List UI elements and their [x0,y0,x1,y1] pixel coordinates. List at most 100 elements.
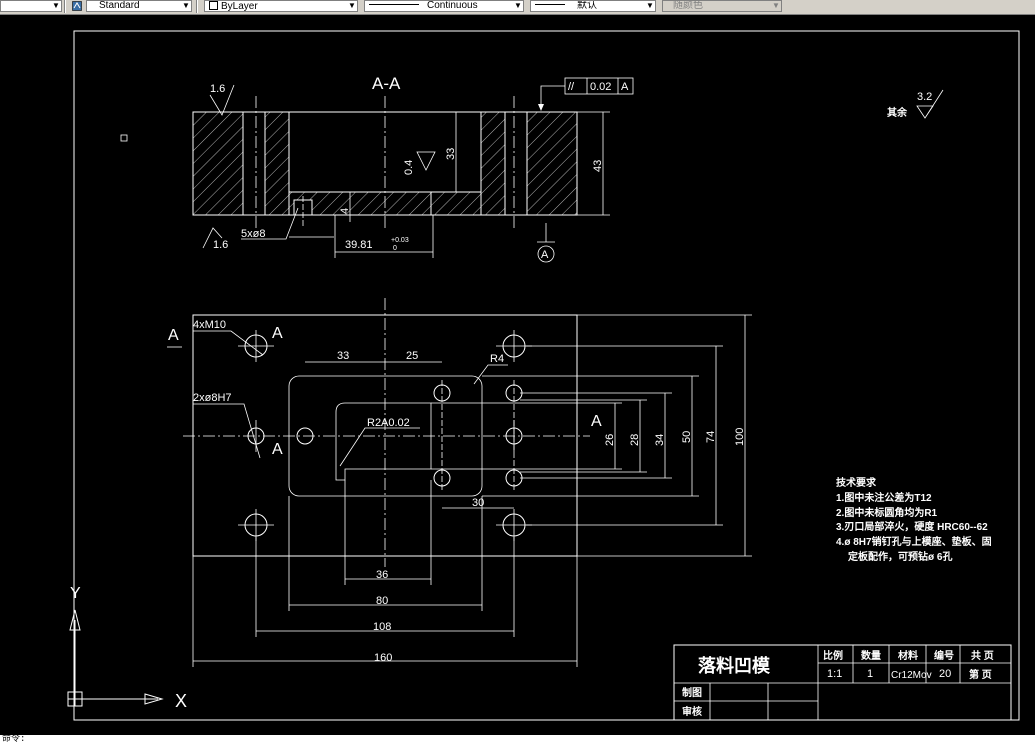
command-line[interactable]: 命令: [0,735,1035,743]
text-style-icon[interactable] [72,1,82,11]
hatch-right-outer [526,111,578,216]
tech-item: 3.刃口局部淬火，硬度 HRC60--62 [836,520,988,533]
pickbox-cursor [120,134,128,142]
ucs-y-label: Y [70,585,81,602]
tech-item: 2.图中未标圆角均为R1 [836,506,938,519]
dim-33: 33 [445,148,457,160]
roughness-value: 1.6 [210,83,225,95]
drawing-canvas[interactable]: A-A 1.6 1.6 0.4 // 0.02 A A 33 43 4 5xø8 [0,15,1035,735]
label-drawn: 制图 [682,686,702,699]
ucs-icon: Y X [67,585,187,711]
dim-43: 43 [592,160,604,172]
title-block: 落料凹模 比例 数量 材料 编号 共 页 1:1 1 Cr12Mov 20 第 … [673,644,1012,721]
r4-leader [473,364,508,385]
roughness-other-value: 3.2 [917,91,932,103]
tech-item: 定板配作，可预钻ø 6孔 [848,550,952,563]
dim-108: 108 [373,621,391,633]
header-qty: 数量 [861,649,881,662]
plotstyle-combo[interactable]: 随颜色▼ [662,0,782,12]
m10-label: 4xM10 [193,319,226,331]
header-total: 共 页 [971,649,994,662]
chevron-down-icon: ▼ [182,1,190,10]
dim-50: 50 [681,431,693,443]
tolerance-leader [540,85,565,108]
chevron-down-icon: ▼ [646,1,654,10]
roughness-symbol-icon [202,227,223,249]
section-view: A-A 1.6 1.6 0.4 // 0.02 A A 33 43 4 5xø8 [192,74,634,263]
dim-36: 36 [376,569,388,581]
chevron-down-icon: ▼ [52,1,60,10]
linetype-sample [369,4,419,5]
dim-26: 26 [604,434,616,446]
tech-title: 技术要求 [836,476,877,489]
text-style-combo[interactable]: Standard ▼ [86,0,192,12]
hatch-right-inner [480,111,506,216]
color-value: ByLayer [221,1,258,12]
arrow-right-icon [144,693,164,705]
dim-25: 25 [406,350,418,362]
threaded-holes [238,330,532,541]
roughness-other-label: 其余 [887,106,908,119]
tech-item: 1.图中未注公差为T12 [836,491,932,504]
dimstyle-combo[interactable]: ▼ [0,0,62,12]
section-mark: A [272,441,283,458]
color-swatch-icon [209,1,218,10]
r2-tol-label: A0.02 [381,417,410,429]
header-scale: 比例 [823,649,843,662]
roughness-symbol-icon [916,89,944,119]
dim-39-81: 39.81 [345,239,373,251]
section-mark: A [168,327,179,344]
technical-requirements: 技术要求 1.图中未注公差为T12 2.图中未标圆角均为R1 3.刃口局部淬火，… [836,476,992,563]
pin-hole [296,427,314,445]
roughness-value: 0.4 [403,160,415,175]
linetype-value: Continuous [427,0,478,11]
hatch-left-inner [264,111,290,216]
arrow-up-icon [69,609,81,631]
plotstyle-value: 随颜色 [673,0,703,11]
punch-profile [335,402,432,481]
tolerance-symbol: // [568,81,575,93]
value-material: Cr12Mov [891,670,932,681]
header-material: 材料 [898,649,918,662]
holes-label: 5xø8 [241,228,265,240]
dim-4: 4 [339,208,351,214]
dim-30: 30 [472,497,484,509]
roughness-value: 1.6 [213,239,228,251]
datum-label: A [541,249,549,261]
chevron-down-icon: ▼ [348,1,356,10]
cavity-outline [288,375,483,497]
hatch-bottom-right [430,191,482,216]
part-name: 落料凹模 [698,655,771,676]
roughness-symbol-icon [209,84,235,116]
title-block-frame [673,644,1012,721]
r2-label: R2 [367,417,381,429]
plan-view: A A A A 4xM10 2xø8H7 33 25 R4 R2 A0.02 3… [167,298,752,667]
dim-33: 33 [337,350,349,362]
dim-74: 74 [705,431,717,443]
color-combo[interactable]: ByLayer ▼ [204,0,358,12]
ucs-x-label: X [175,691,187,711]
dim-34: 34 [654,434,666,446]
roughness-symbol-icon [416,151,436,171]
value-qty: 1 [867,668,873,680]
pin-label: 2xø8H7 [193,392,232,404]
properties-toolbar: ▼ Standard ▼ ByLayer ▼ Continuous▼ 默认 ▼ 随颜色… [0,0,1035,15]
lineweight-combo[interactable]: 默认 ▼ [530,0,656,12]
r4-label: R4 [490,353,504,365]
arrow-icon [538,104,544,111]
dim-39-81-tol-upper: +0.03 [391,237,409,244]
section-mark: A [591,413,602,430]
value-number: 20 [939,668,951,680]
section-mark: A [272,325,283,342]
label-checked: 审核 [682,705,702,718]
holes-leader [241,207,299,240]
datum-circle [537,245,555,263]
drawing-border [73,30,1020,721]
dim-28: 28 [629,434,641,446]
text-style-value: Standard [99,0,140,11]
toolbar-separator [196,0,198,13]
lineweight-value: 默认 [577,0,597,11]
value-page: 第 页 [969,668,992,681]
hatch-left-outer [192,111,244,216]
linetype-combo[interactable]: Continuous▼ [364,0,524,12]
